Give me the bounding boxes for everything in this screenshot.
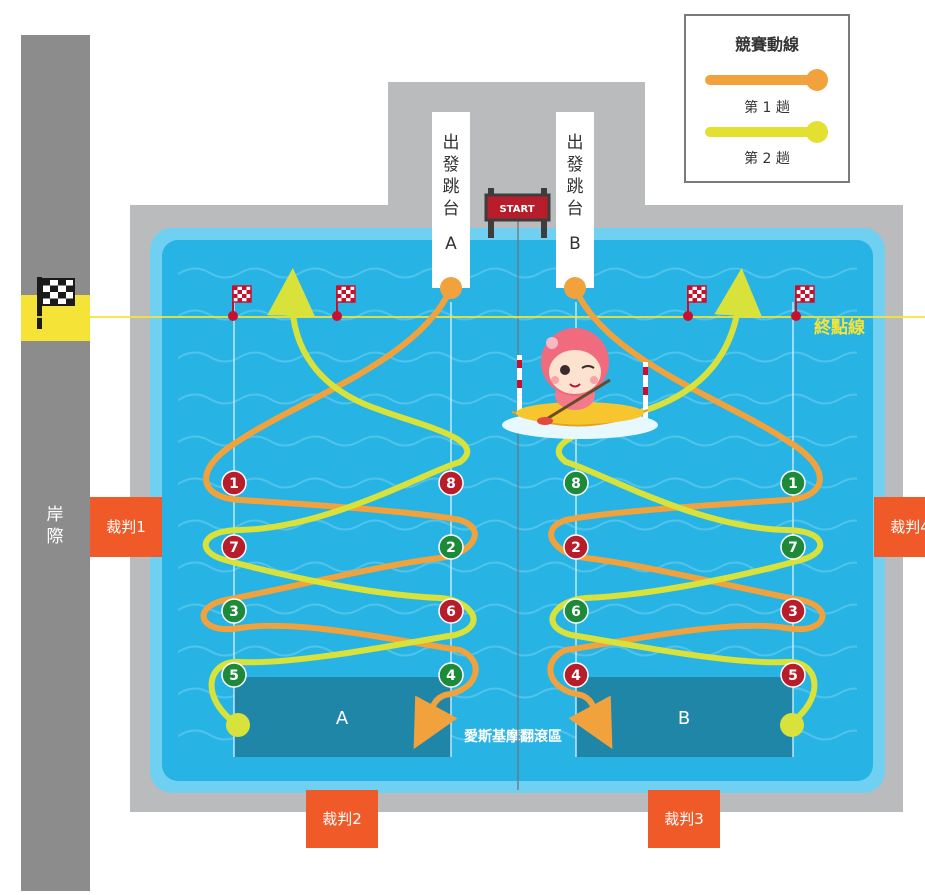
shore-strip xyxy=(21,35,90,891)
gate-number: 8 xyxy=(571,476,581,492)
gate-marker xyxy=(563,662,589,688)
gate-number: 4 xyxy=(446,668,456,684)
judge-3-box xyxy=(648,790,720,848)
gate-marker xyxy=(438,470,464,496)
end-dot-b xyxy=(780,713,804,737)
platform-a-label: 出發跳台 xyxy=(443,133,460,219)
gate-number: 3 xyxy=(229,604,239,620)
gate-marker xyxy=(563,534,589,560)
judge-2-box xyxy=(306,790,378,848)
gate-marker xyxy=(438,534,464,560)
finish-line-label: 終點線 xyxy=(814,317,865,338)
legend: 競賽動線 第 1 趟 第 2 趟 xyxy=(684,14,850,183)
platform-b xyxy=(556,112,594,288)
platform-b-label: 出發跳台 xyxy=(567,133,584,219)
start-gate: START xyxy=(484,188,551,238)
judge-1-label: 裁判1 xyxy=(106,518,146,536)
route-run1 xyxy=(200,285,826,750)
gate-marker xyxy=(221,470,247,496)
gate-marker xyxy=(438,662,464,688)
gate-number: 2 xyxy=(571,540,581,556)
gates-left: 1 8 7 2 3 6 5 4 xyxy=(221,470,464,688)
platform-b-letter: B xyxy=(569,234,581,254)
gate-marker xyxy=(221,534,247,560)
gate-number: 5 xyxy=(788,668,798,684)
roll-zone-a-letter: A xyxy=(336,708,349,729)
gate-number: 2 xyxy=(446,540,456,556)
gate-marker xyxy=(221,598,247,624)
gate-marker xyxy=(780,662,806,688)
platform-a xyxy=(432,112,470,288)
judge-4-box xyxy=(874,497,925,557)
gate-number: 1 xyxy=(229,476,239,492)
legend-title: 競賽動線 xyxy=(735,35,799,54)
gate-number: 6 xyxy=(446,604,456,620)
gate-number: 7 xyxy=(788,540,798,556)
start-dot-a xyxy=(440,277,462,299)
gate-marker xyxy=(438,598,464,624)
gates-right: 8 1 2 7 6 3 4 5 xyxy=(563,470,806,688)
shore-label: 岸際 xyxy=(47,505,64,547)
gate-marker xyxy=(780,598,806,624)
judge-2-label: 裁判2 xyxy=(322,810,362,828)
kayak-mascot-icon xyxy=(502,328,658,439)
end-dot-a xyxy=(226,713,250,737)
gate-number: 7 xyxy=(229,540,239,556)
start-dot-b xyxy=(564,277,586,299)
roll-zone-label: 愛斯基摩翻滾區 xyxy=(464,728,562,745)
gate-marker xyxy=(780,534,806,560)
start-sign-text: START xyxy=(499,204,534,215)
legend-run2: 第 2 趟 xyxy=(744,150,790,167)
judge-3-label: 裁判3 xyxy=(664,810,704,828)
finish-flag-icon xyxy=(37,277,75,329)
checkered-flags xyxy=(228,285,815,321)
gate-marker xyxy=(221,662,247,688)
gate-number: 5 xyxy=(229,668,239,684)
platform-a-letter: A xyxy=(445,234,457,254)
gate-marker xyxy=(563,470,589,496)
gate-number: 1 xyxy=(788,476,798,492)
gate-number: 8 xyxy=(446,476,456,492)
gate-number: 3 xyxy=(788,604,798,620)
gate-marker xyxy=(780,470,806,496)
legend-run1: 第 1 趟 xyxy=(744,99,790,116)
judge-1-box xyxy=(90,497,162,557)
gate-marker xyxy=(563,598,589,624)
judge-4-label: 裁判4 xyxy=(890,518,925,536)
gate-number: 4 xyxy=(571,668,581,684)
gate-number: 6 xyxy=(571,604,581,620)
roll-zone-b-letter: B xyxy=(678,708,690,729)
